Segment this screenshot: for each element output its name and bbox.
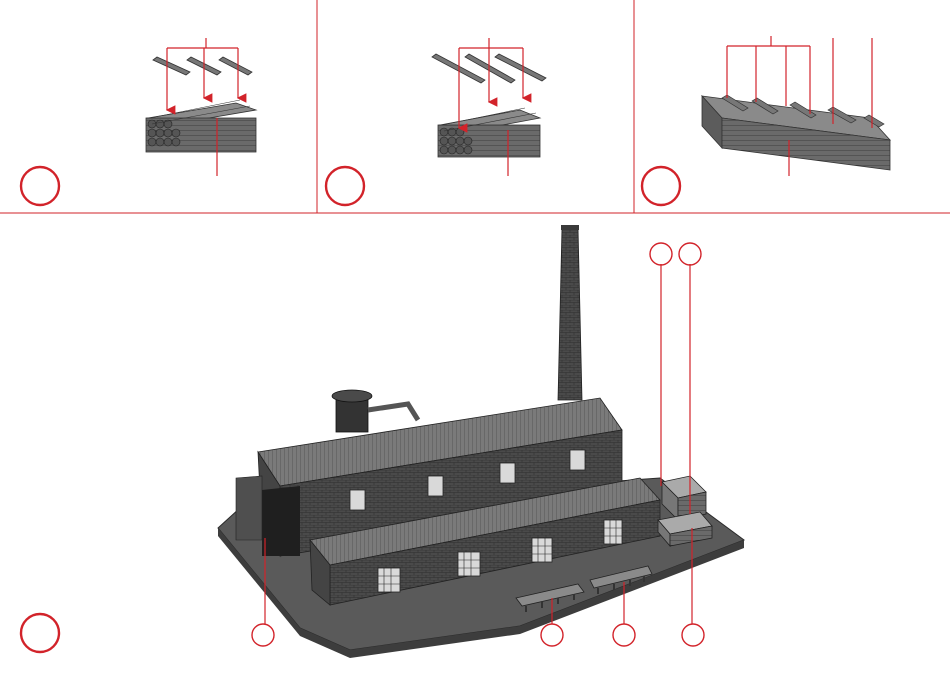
step-1-marker <box>21 167 59 205</box>
step-4-marker <box>21 614 59 652</box>
callout-bench-right <box>613 624 635 646</box>
log-bundle-1 <box>146 100 256 152</box>
log-bundle-2 <box>438 108 540 157</box>
beam-pieces-1 <box>153 57 252 75</box>
callout-stack-top-left <box>650 243 672 265</box>
callout-bench-left <box>541 624 563 646</box>
step-3-marker <box>642 167 680 205</box>
callout-gate <box>252 624 274 646</box>
panel-3 <box>642 36 890 205</box>
callout-stack-top-right <box>679 243 701 265</box>
step-2-marker <box>326 167 364 205</box>
callout-stack-front <box>682 624 704 646</box>
main-assembly <box>21 225 744 658</box>
panel-2 <box>326 38 546 205</box>
panel-1 <box>21 38 256 205</box>
long-log-stack <box>702 95 890 170</box>
water-tank <box>332 390 418 432</box>
chimney <box>558 225 582 400</box>
